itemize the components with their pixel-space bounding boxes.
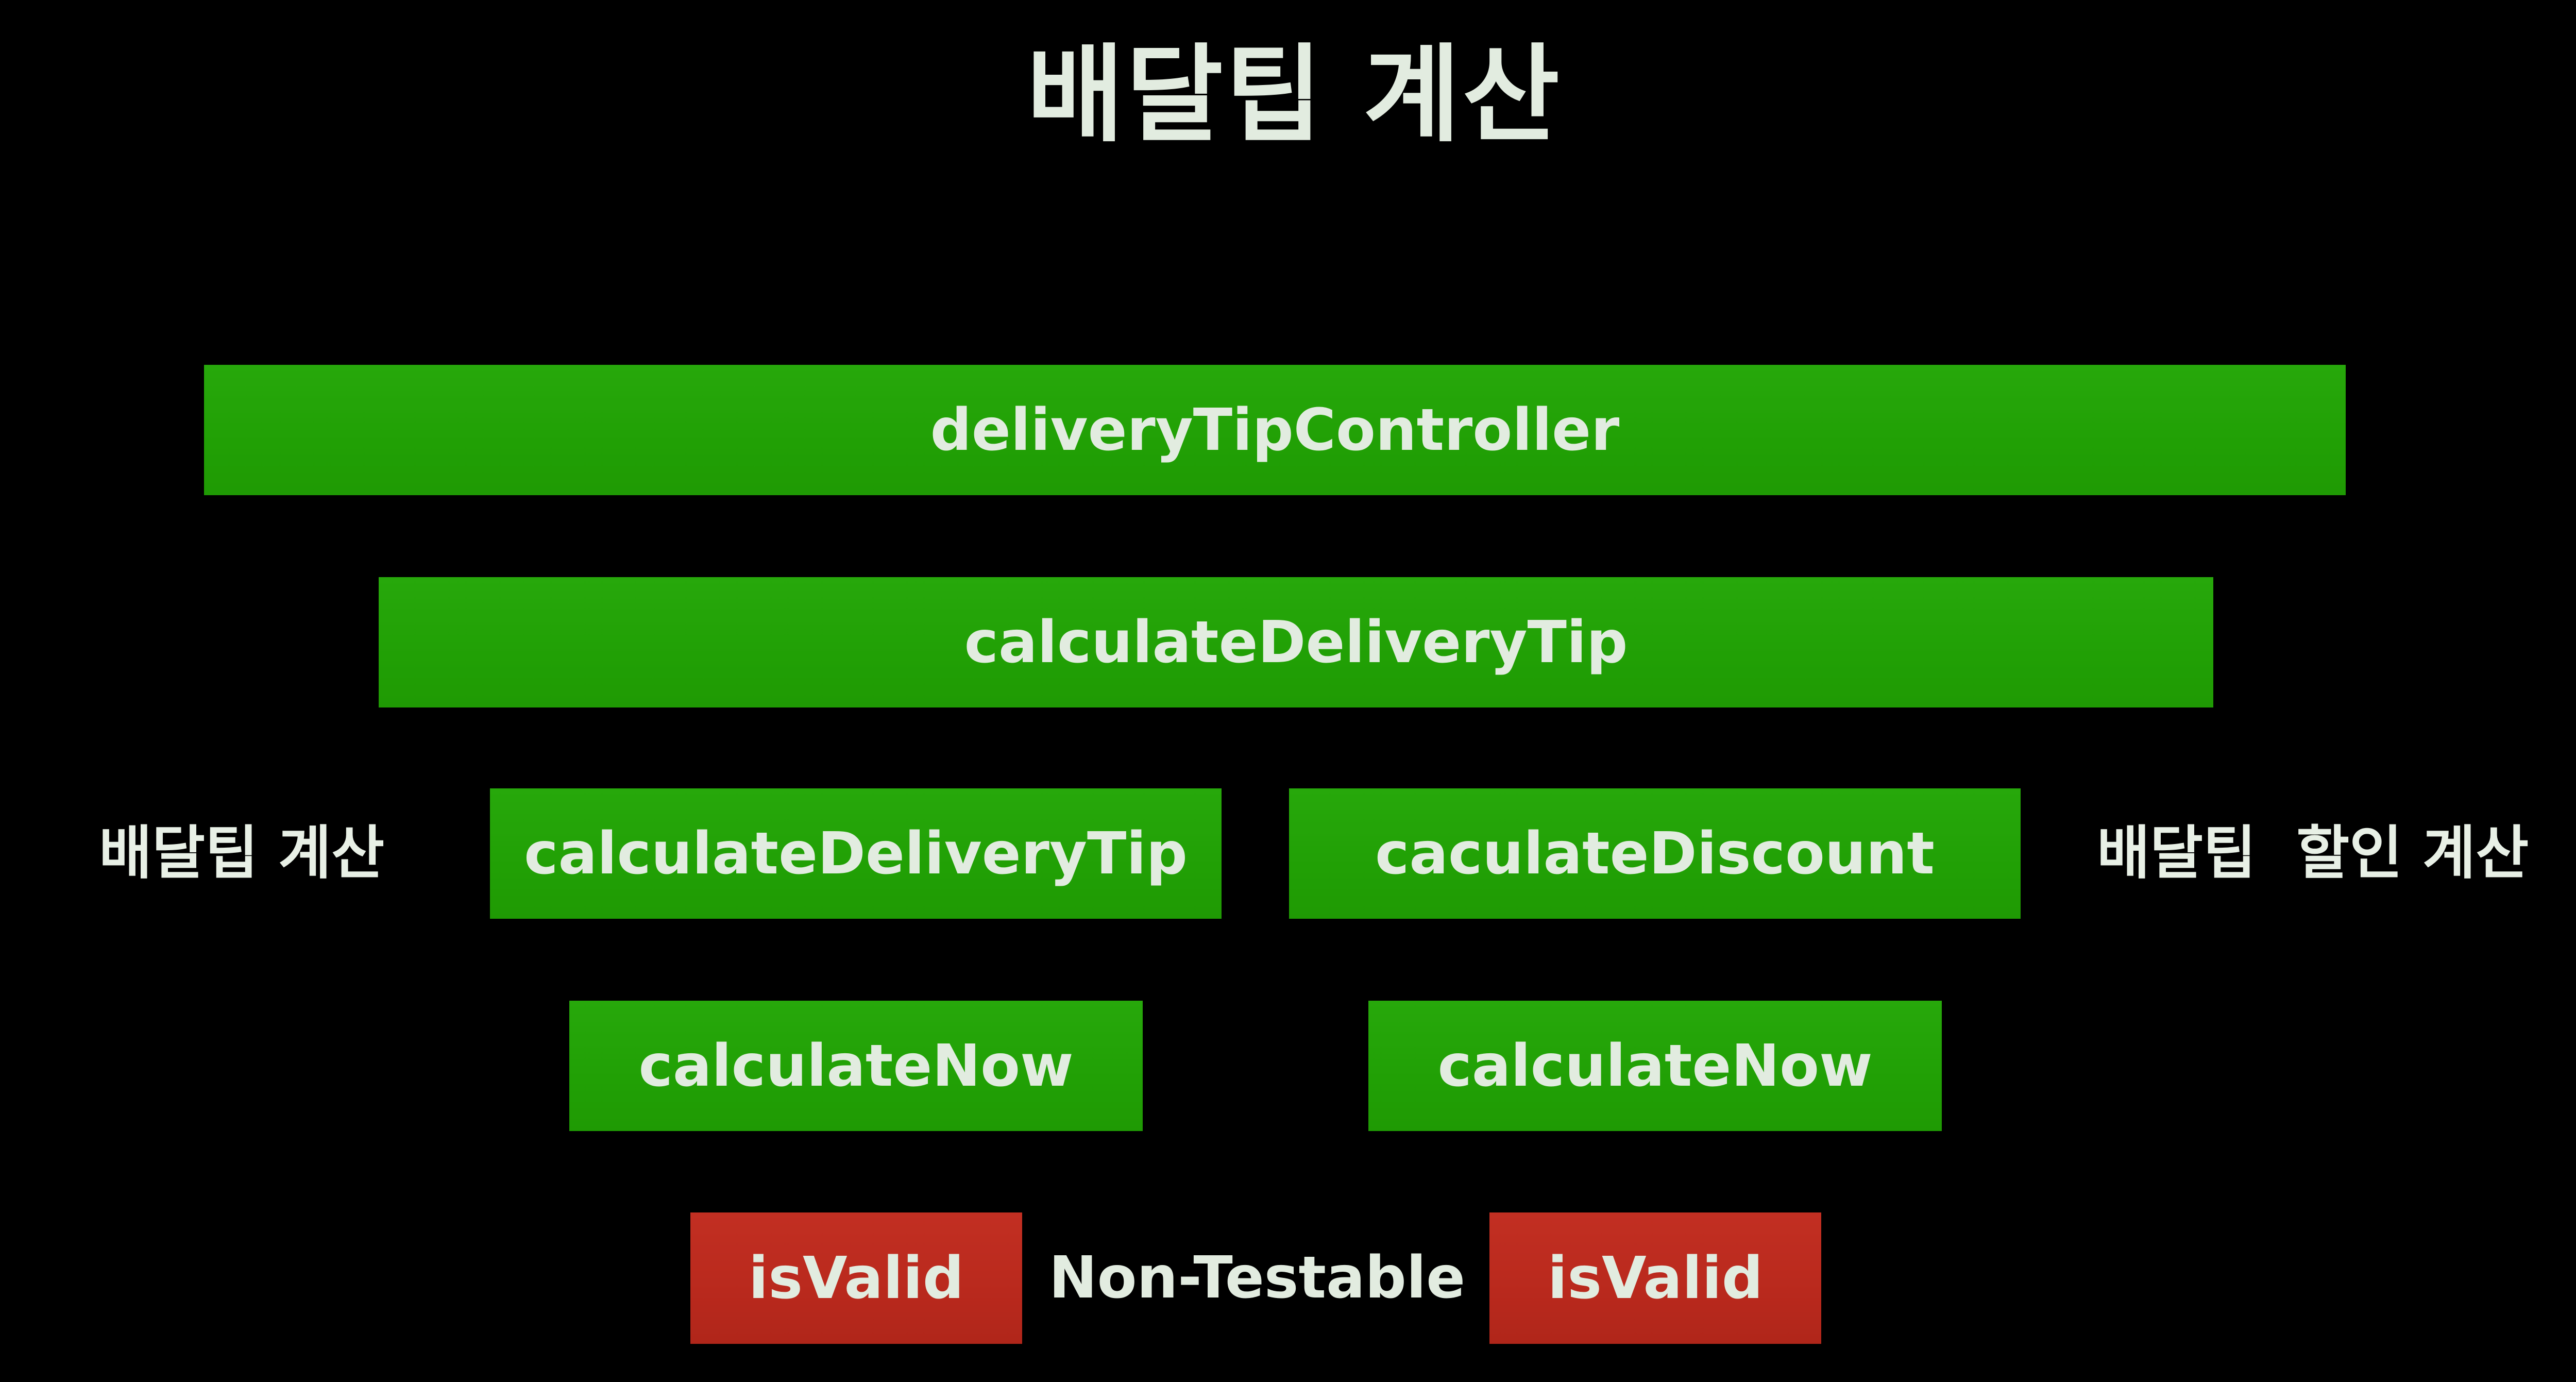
node-calculate-delivery-tip-left: calculateDeliveryTip: [490, 788, 1222, 919]
node-calculate-now-right: calculateNow: [1368, 1001, 1942, 1131]
node-delivery-tip-controller: deliveryTipController: [204, 365, 2346, 495]
label-non-testable: Non-Testable: [1048, 1244, 1466, 1311]
node-calculate-now-left: calculateNow: [569, 1001, 1143, 1131]
node-caculate-discount: caculateDiscount: [1289, 788, 2021, 919]
label-delivery-tip-calculation: 배달팁 계산: [99, 820, 385, 887]
node-is-valid-left: isValid: [690, 1212, 1022, 1344]
label-delivery-tip-discount-calculation: 배달팁 할인 계산: [2097, 820, 2529, 887]
node-is-valid-right: isValid: [1489, 1212, 1821, 1344]
page-title: 배달팁 계산: [1026, 34, 1562, 157]
node-calculate-delivery-tip-top: calculateDeliveryTip: [379, 577, 2213, 707]
